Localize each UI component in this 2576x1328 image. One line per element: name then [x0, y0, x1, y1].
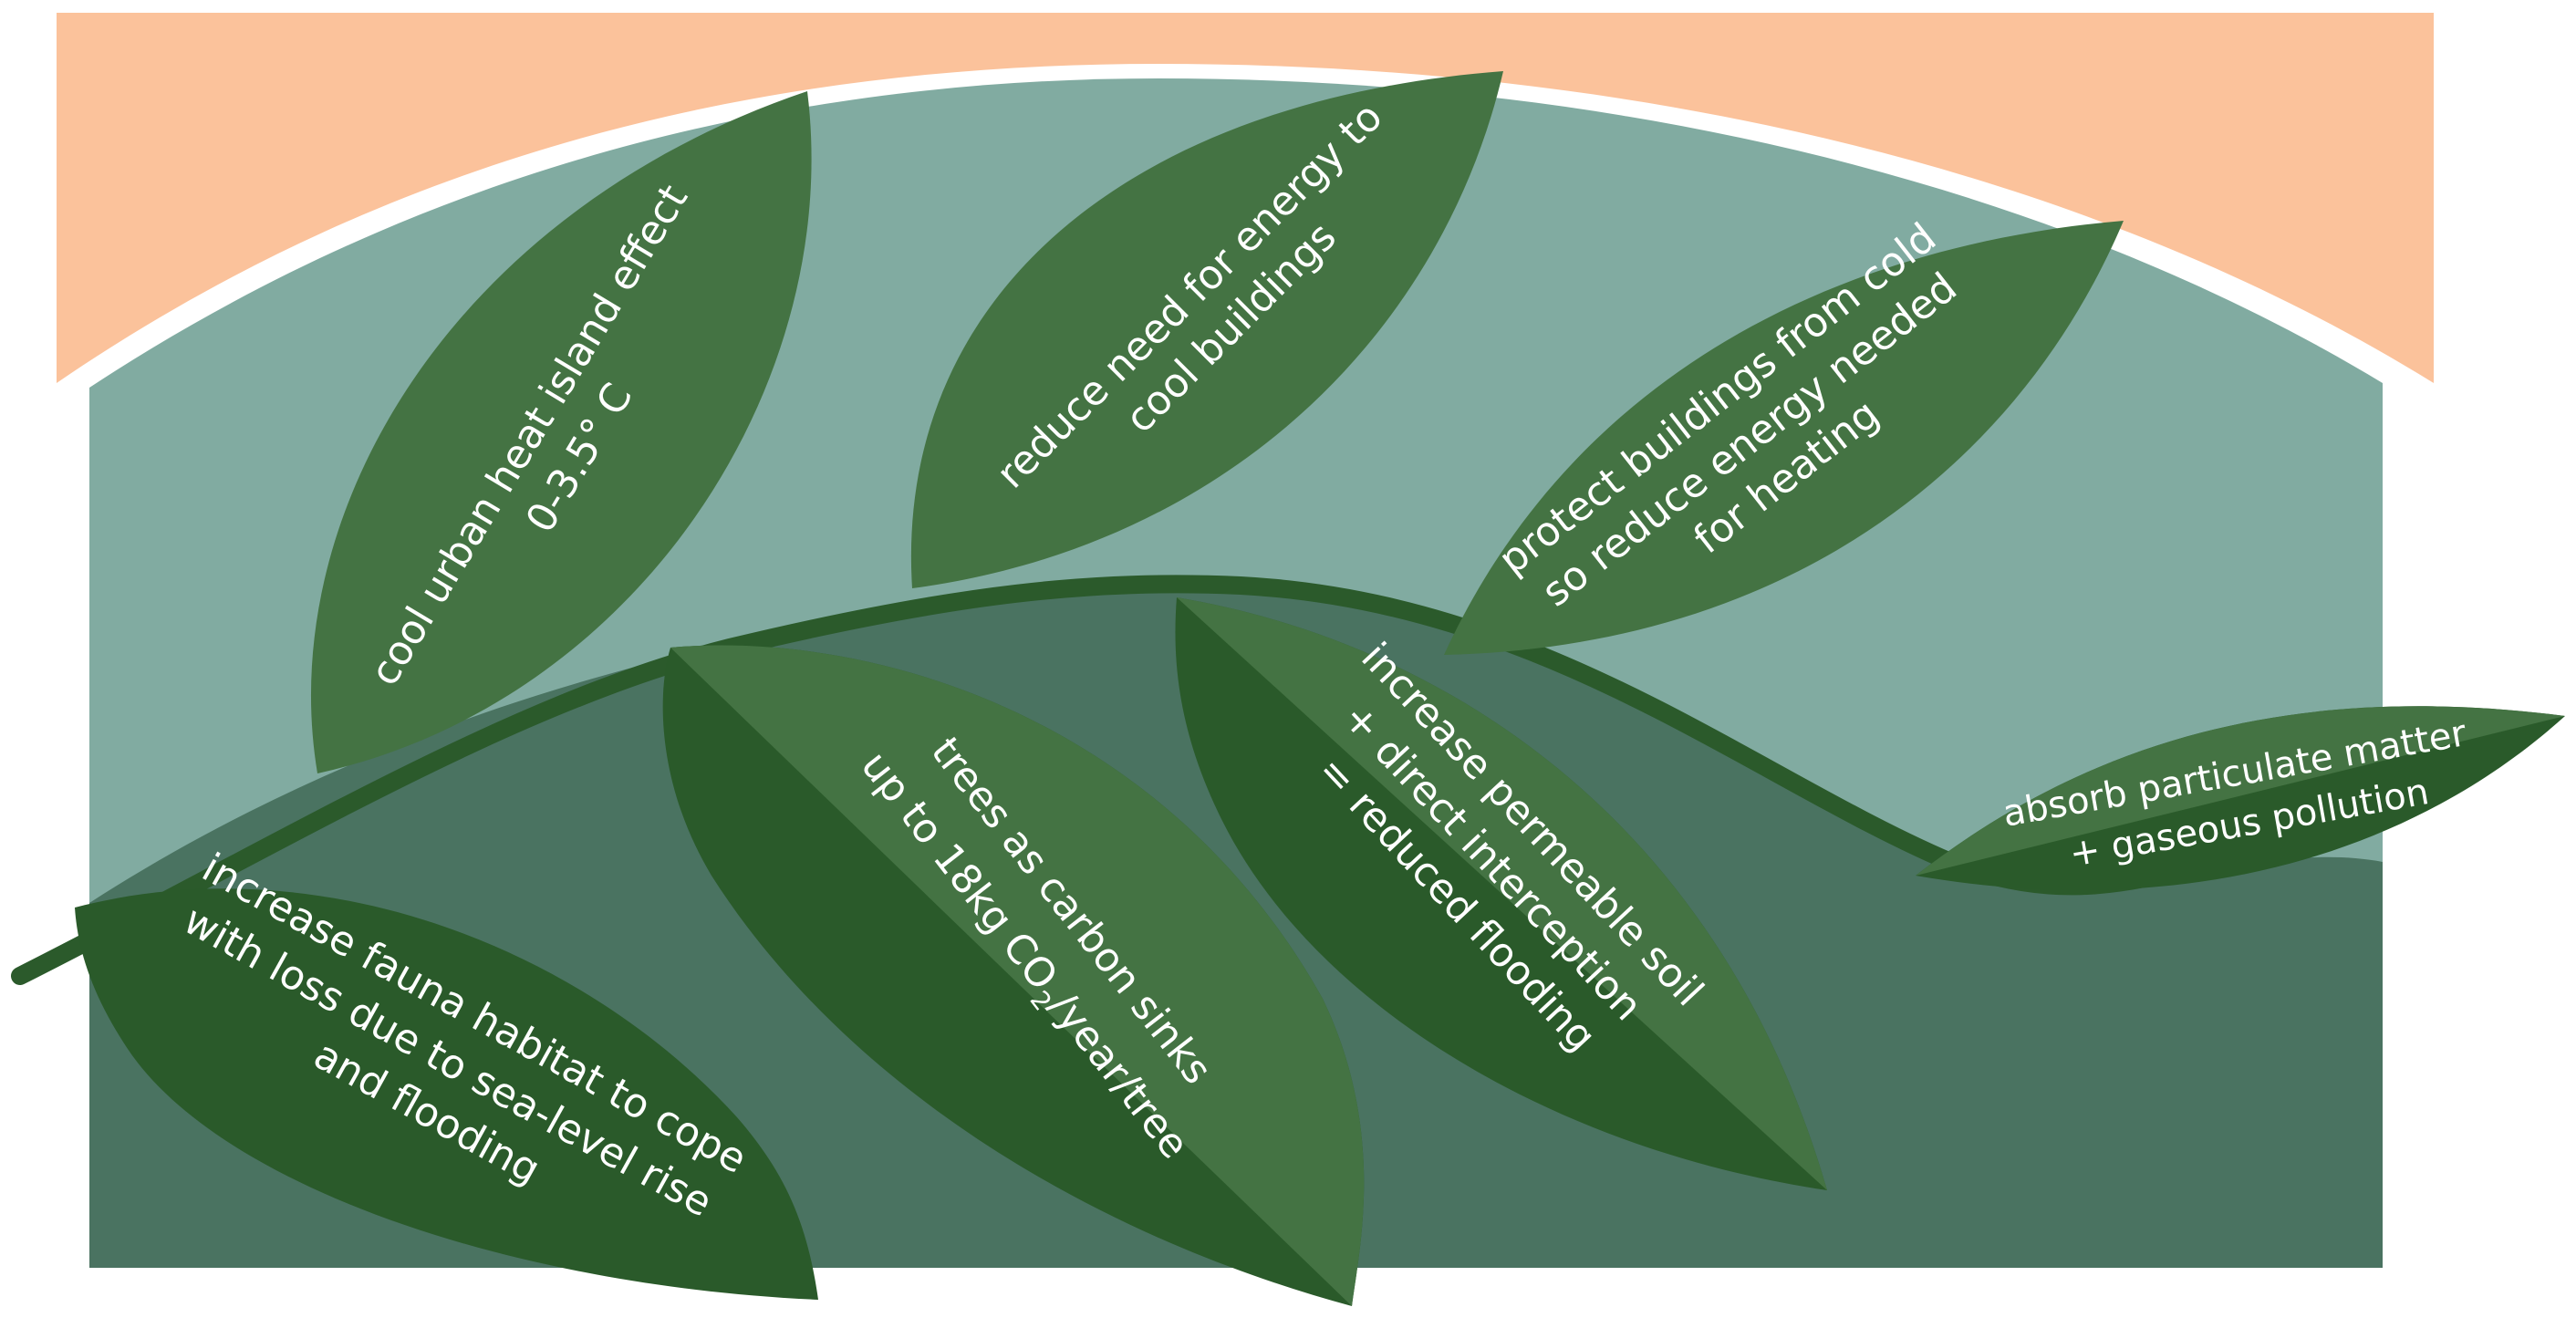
leaf-flooding: increase permeable soil + direct interce… [1175, 597, 1827, 1190]
sky-band [57, 13, 2434, 383]
